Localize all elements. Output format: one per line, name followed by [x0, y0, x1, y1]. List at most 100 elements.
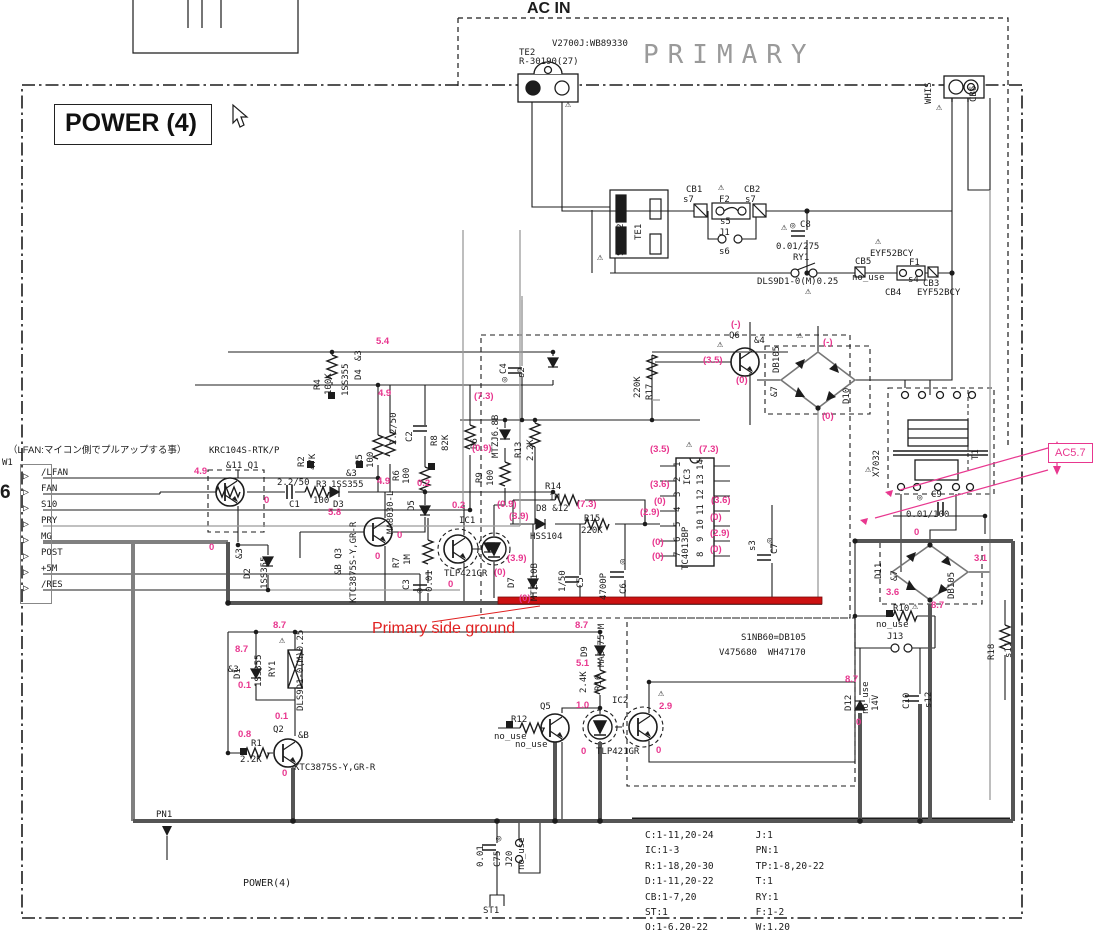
- schematic-label: 0: [856, 717, 862, 728]
- footer-label: POWER(4): [243, 878, 292, 889]
- schematic-label: 1.0: [576, 700, 590, 711]
- schematic-label: DLS9D1-0(M)0.25: [757, 277, 839, 287]
- schematic-label: 1SS355: [331, 480, 364, 490]
- schematic-label: R2: [297, 456, 307, 467]
- schematic-label: 0.01: [425, 570, 435, 592]
- schematic-label: R17: [645, 383, 655, 400]
- schematic-label: R12: [511, 715, 528, 725]
- schematic-label: s7: [683, 195, 694, 205]
- schematic-label: C4: [499, 363, 509, 374]
- schematic-label: DB105: [947, 571, 957, 599]
- warning-icon: ⚠: [797, 330, 804, 341]
- schematic-label: (0): [710, 512, 722, 523]
- schematic-label: PN1: [156, 810, 173, 820]
- schematic-label: &7: [890, 570, 900, 581]
- schematic-label: s12: [924, 691, 934, 708]
- schematic-label: (0): [652, 551, 664, 562]
- schematic-label: C1: [289, 500, 300, 510]
- schematic-label: 14V: [871, 694, 881, 711]
- ac-in-label: AC IN: [527, 0, 571, 17]
- warning-icon: ⚠: [686, 439, 693, 450]
- schematic-label: D11: [874, 562, 884, 579]
- legend-entry: J:1: [755, 830, 773, 841]
- schematic-label: C9: [931, 490, 942, 500]
- schematic-label: CB3: [923, 279, 940, 289]
- schematic-label: 5.4: [376, 336, 390, 347]
- legend-entry: D:1-11,20-22: [645, 876, 714, 888]
- pin-triangle-icon: ▷: [23, 519, 30, 530]
- legend-entry: T:1: [755, 876, 773, 888]
- schematic-label: 8.7: [931, 600, 945, 611]
- schematic-label: C2: [405, 431, 415, 442]
- schematic-label: &3: [235, 548, 245, 559]
- relay-coil: [287, 649, 303, 689]
- schematic-label: 3.6: [886, 587, 900, 598]
- schematic-label: MA8030-L: [386, 490, 396, 534]
- warning-icon: ⚠: [717, 339, 724, 350]
- schematic-label: 0: [375, 551, 381, 562]
- schematic-label: T1: [971, 449, 981, 460]
- schematic-label: s11: [1004, 641, 1014, 658]
- schematic-label: &3: [354, 350, 364, 361]
- schematic-label: 0.01/100: [906, 510, 950, 520]
- schematic-label: (3.6): [711, 495, 731, 506]
- schematic-label: D10: [842, 387, 852, 404]
- schematic-label: 100: [366, 451, 376, 468]
- te2-part: R-30190(27): [519, 57, 579, 67]
- pin-label: MG: [41, 532, 52, 542]
- schematic-label: (-): [731, 319, 741, 330]
- schematic-label: 8: [696, 551, 706, 557]
- pin-label: FAN: [41, 484, 58, 494]
- schematic-label: R15: [584, 514, 601, 524]
- schematic-label: F2: [719, 195, 730, 205]
- schematic-label: R3: [316, 480, 327, 490]
- schematic-label: 1M: [403, 554, 413, 565]
- schematic-label: S2-772T-210: [616, 196, 626, 256]
- schematic-label: 2: [673, 476, 683, 482]
- schematic-label: 82K: [441, 434, 451, 451]
- schematic-label: (-): [823, 337, 833, 348]
- schematic-label: ◎: [502, 375, 508, 385]
- schematic-label: 0: [282, 768, 288, 779]
- legend-entry: IC:1-3: [645, 845, 680, 857]
- schematic-label: 1/50: [558, 570, 568, 592]
- schematic-label: (0): [494, 567, 506, 578]
- schematic-label: 12: [696, 489, 706, 500]
- schematic-label: J13: [887, 632, 904, 642]
- schematic-label: KTC3875S-Y,GR-R: [349, 521, 359, 603]
- warning-icon: ⚠: [658, 688, 665, 699]
- legend-entry: W:1,20: [755, 922, 790, 930]
- ac-voltage-callout: AC5.7: [1048, 443, 1093, 463]
- schematic-label: 2.2/50: [389, 412, 399, 445]
- schematic-label: 2.9: [659, 701, 673, 712]
- schematic-label: ST1: [483, 906, 500, 916]
- connector-note: （LFAN:マイコン側でプルアップする事）: [8, 445, 187, 456]
- connector-ref: W1: [2, 458, 13, 468]
- schematic-label: no_use: [517, 837, 527, 870]
- schematic-label: ◎: [417, 586, 423, 596]
- legend-entry: F:1-2: [755, 906, 785, 918]
- schematic-label: s7: [745, 195, 756, 205]
- schematic-label: ◎: [496, 834, 502, 844]
- te1-block: [609, 189, 669, 259]
- pin-triangle-icon: ▷: [23, 535, 30, 546]
- schematic-label: 11: [696, 504, 706, 515]
- schematic-label: (0): [519, 593, 531, 604]
- schematic-label: (0): [654, 496, 666, 507]
- schematic-label: J20: [505, 850, 515, 867]
- whis-connector: [943, 75, 985, 102]
- schematic-label: 13: [696, 474, 706, 485]
- schematic-label: D2: [243, 568, 253, 579]
- pin-label: +5M: [41, 564, 58, 574]
- connector-pin-s10: ▷S10: [23, 500, 57, 516]
- schematic-label: DB105: [772, 345, 782, 373]
- schematic-label: C6: [619, 583, 629, 594]
- schematic-label: 10: [696, 519, 706, 530]
- schematic-label: 0: [264, 495, 270, 506]
- schematic-label: s5: [720, 217, 731, 227]
- legend-entry: ST:1: [645, 906, 668, 918]
- schematic-label: Q6: [729, 331, 740, 341]
- schematic-label: (3.5): [650, 444, 670, 455]
- schematic-label: R8: [430, 435, 440, 446]
- legend-entry: Q:1-6,20-22: [645, 922, 708, 930]
